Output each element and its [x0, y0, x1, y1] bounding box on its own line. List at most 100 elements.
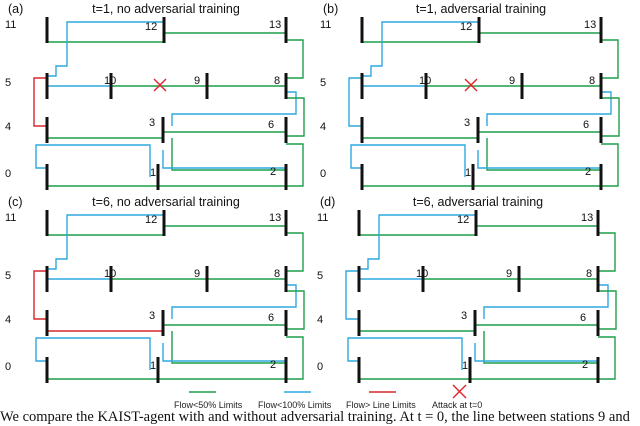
- node-label-6: 6: [268, 119, 274, 131]
- attack-cross-icon: [464, 78, 478, 92]
- node-label-12: 12: [460, 21, 472, 33]
- node-label-4: 4: [5, 121, 11, 133]
- node-label-0: 0: [317, 361, 323, 373]
- line-blue-7: [483, 284, 609, 319]
- node-label-12: 12: [457, 214, 469, 226]
- node-label-4: 4: [320, 121, 326, 133]
- line-blue-15: [350, 144, 362, 169]
- node-label-8: 8: [589, 75, 595, 87]
- node-label-13: 13: [269, 212, 281, 224]
- line-blue-11: [359, 337, 463, 370]
- node-label-0: 0: [320, 168, 326, 180]
- line-blue-7: [171, 91, 297, 126]
- panel-title: t=1, adversarial training: [416, 2, 546, 16]
- node-label-1: 1: [150, 167, 156, 179]
- line-green-8: [286, 290, 305, 330]
- node-label-4: 4: [5, 314, 11, 326]
- line-green-1: [475, 223, 598, 227]
- line-green-8: [286, 97, 305, 137]
- line-green-14: [358, 336, 616, 380]
- line-green-1: [163, 223, 286, 227]
- node-label-8: 8: [586, 268, 592, 280]
- legend: Flow<50% Limits Flow<100% Limits Flow> L…: [174, 384, 482, 408]
- node-label-3: 3: [464, 117, 470, 129]
- panel-letter: (b): [323, 2, 338, 16]
- line-blue-7: [486, 91, 612, 126]
- line-green-3: [286, 39, 304, 79]
- node-label-0: 0: [5, 168, 11, 180]
- line-blue-11: [47, 337, 151, 370]
- node-label-3: 3: [461, 310, 467, 322]
- node-label-13: 13: [581, 212, 593, 224]
- line-green-14: [46, 143, 304, 187]
- node-label-11: 11: [5, 212, 16, 224]
- attack-cross-icon: [153, 78, 167, 92]
- node-label-5: 5: [5, 270, 11, 282]
- panel-letter: (c): [8, 195, 23, 209]
- node-label-5: 5: [5, 77, 11, 89]
- line-blue-6: [348, 77, 362, 127]
- legend-label-green: Flow<50% Limits: [174, 400, 243, 408]
- line-red-6: [33, 77, 47, 127]
- line-green-8: [598, 290, 617, 330]
- line-green-8: [601, 97, 620, 137]
- line-blue-2: [362, 21, 479, 77]
- node-label-6: 6: [583, 119, 589, 131]
- line-blue-13: [162, 343, 286, 362]
- node-label-13: 13: [584, 19, 596, 31]
- node-label-9: 9: [509, 75, 515, 87]
- node-label-9: 9: [194, 268, 200, 280]
- panel-letter: (a): [8, 2, 23, 16]
- node-label-8: 8: [274, 75, 280, 87]
- line-blue-15: [347, 337, 359, 362]
- node-label-11: 11: [320, 19, 331, 31]
- node-label-1: 1: [150, 360, 156, 372]
- legend-label-attack: Attack at t=0: [432, 400, 482, 408]
- line-blue-13: [477, 150, 601, 169]
- node-label-3: 3: [149, 310, 155, 322]
- node-label-6: 6: [580, 312, 586, 324]
- line-green-3: [601, 39, 619, 79]
- line-blue-7: [171, 284, 297, 319]
- node-label-6: 6: [268, 312, 274, 324]
- node-label-5: 5: [317, 270, 323, 282]
- node-label-10: 10: [416, 268, 428, 280]
- node-label-11: 11: [5, 19, 16, 31]
- line-red-6: [33, 270, 47, 320]
- node-label-1: 1: [462, 360, 468, 372]
- node-label-2: 2: [585, 166, 591, 178]
- node-label-5: 5: [320, 77, 326, 89]
- node-label-8: 8: [274, 268, 280, 280]
- line-green-14: [46, 336, 304, 380]
- panel-title: t=1, no adversarial training: [92, 2, 240, 16]
- line-blue-13: [474, 343, 598, 362]
- line-blue-11: [47, 144, 151, 177]
- node-label-0: 0: [5, 361, 11, 373]
- node-label-2: 2: [270, 359, 276, 371]
- line-blue-2: [47, 21, 164, 77]
- line-green-1: [478, 30, 601, 34]
- line-green-14: [361, 143, 619, 187]
- line-green-3: [286, 232, 304, 272]
- node-label-1: 1: [465, 167, 471, 179]
- figure-caption: We compare the KAIST-agent with and with…: [0, 409, 630, 425]
- node-label-12: 12: [145, 214, 157, 226]
- node-label-9: 9: [194, 75, 200, 87]
- legend-label-red: Flow> Line Limits: [346, 400, 416, 408]
- legend-label-blue: Flow<100% Limits: [258, 400, 332, 408]
- line-green-3: [598, 232, 616, 272]
- node-label-9: 9: [506, 268, 512, 280]
- node-label-10: 10: [104, 75, 116, 87]
- panel-title: t=6, no adversarial training: [92, 195, 240, 209]
- node-label-4: 4: [317, 314, 323, 326]
- line-blue-15: [35, 337, 47, 362]
- line-green-1: [163, 30, 286, 34]
- line-green-12: [171, 331, 286, 364]
- line-blue-11: [362, 144, 466, 177]
- node-label-11: 11: [317, 212, 328, 224]
- line-green-12: [486, 138, 601, 171]
- line-green-12: [171, 138, 286, 171]
